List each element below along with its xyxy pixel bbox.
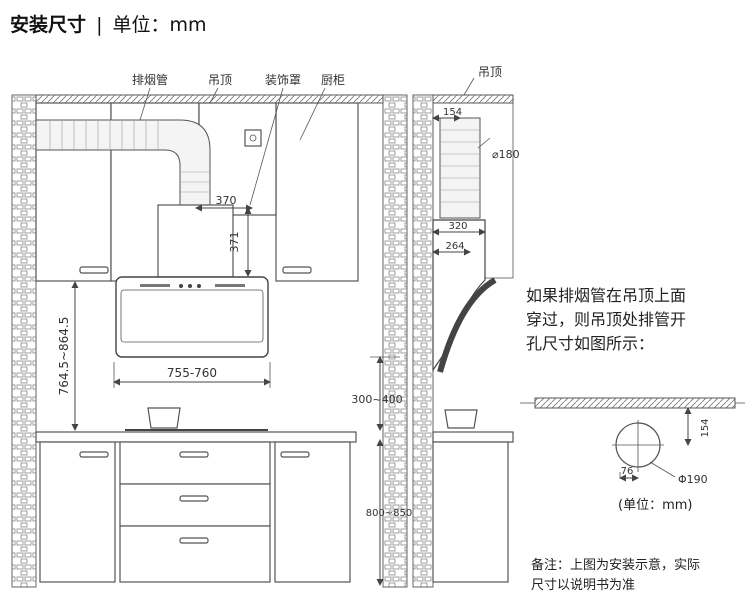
base-door-left — [39, 441, 116, 583]
left-wall — [11, 94, 37, 588]
hole-detail — [520, 397, 745, 482]
leader-side-ceiling — [463, 77, 475, 96]
side-pot-icon — [444, 409, 478, 429]
page-title: 安装尺寸 — [10, 14, 87, 36]
side-base-cabinet — [432, 441, 509, 583]
page-header: 安装尺寸 | 单位：mm — [10, 10, 207, 37]
header-separator: | — [96, 14, 103, 36]
dim-hole-offset-h: 76 — [621, 466, 634, 477]
dim-side-pipe-dia: ⌀180 — [492, 148, 520, 161]
label-decor-cover: 装饰罩 — [265, 73, 301, 87]
hole-note: 如果排烟管在吊顶上面 穿过，则吊顶处排管开 孔尺寸如图所示： — [526, 284, 686, 356]
hole-note-line: 孔尺寸如图所示： — [526, 334, 655, 353]
dim-side-offset: 154 — [443, 107, 462, 118]
dim-counter-height: 800~850 — [366, 508, 413, 519]
upper-cabinet-right — [275, 102, 359, 282]
drawer-handle — [179, 537, 209, 544]
pipe-ribs — [49, 120, 210, 193]
dim-cover-height: 371 — [228, 232, 241, 253]
dim-hood-height: 764.5~864.5 — [57, 317, 71, 396]
decor-cover — [157, 204, 234, 278]
side-hood-glass — [437, 277, 497, 373]
dim-side-width-a: 320 — [448, 221, 467, 232]
footnote: 备注：上图为安装示意，实际 尺寸以说明书为准 — [531, 556, 700, 596]
unit-label: 单位：mm — [112, 14, 207, 36]
front-view — [11, 87, 408, 588]
countertop — [35, 431, 357, 443]
drawer-handle — [179, 495, 209, 502]
door-handle — [79, 451, 109, 458]
drawer — [119, 525, 271, 583]
hood-light — [215, 284, 245, 287]
drawer — [119, 483, 271, 527]
side-wall — [412, 94, 434, 588]
leader-exhaust — [139, 87, 151, 121]
dim-hood-to-stove: 300~400 — [351, 393, 402, 406]
dim-side-width-b: 264 — [445, 241, 464, 252]
dim-hood-width: 755-760 — [167, 366, 217, 380]
label-side-ceiling: 吊顶 — [478, 65, 502, 79]
ceiling-section — [534, 397, 736, 409]
side-countertop — [432, 431, 514, 443]
right-wall — [382, 94, 408, 588]
label-exhaust-pipe: 排烟管 — [132, 72, 168, 87]
hole-note-line: 穿过，则吊顶处排管开 — [526, 310, 687, 329]
hole-note-line: 如果排烟管在吊顶上面 — [526, 286, 687, 305]
cabinet-handle — [282, 266, 312, 274]
hood-button — [179, 284, 183, 288]
drawer-handle — [179, 451, 209, 458]
outlet-socket — [249, 134, 257, 142]
leader-cover — [249, 87, 284, 206]
hood-button — [188, 284, 192, 288]
leader-ceiling — [209, 87, 219, 104]
side-view — [412, 77, 514, 588]
cabinet-handle — [79, 266, 109, 274]
footnote-line: 尺寸以说明书为准 — [531, 578, 636, 593]
upper-cabinet-center — [198, 102, 277, 216]
side-exhaust-pipe — [439, 117, 481, 219]
range-hood — [115, 276, 269, 358]
hood-light — [140, 284, 170, 287]
ceiling-slab — [35, 94, 384, 104]
label-cabinet: 厨柜 — [321, 73, 345, 87]
leader-side-pipe — [477, 137, 491, 149]
side-ceiling — [432, 94, 514, 104]
hood-panel — [120, 289, 264, 343]
leader-hole-dia — [649, 461, 676, 478]
hood-button — [197, 284, 201, 288]
dim-cover-width: 370 — [216, 194, 237, 207]
pot-icon — [147, 407, 181, 429]
label-ceiling: 吊顶 — [208, 73, 232, 87]
dim-hole-offset-v: 154 — [700, 418, 711, 437]
dim-hole-dia: Φ190 — [678, 473, 708, 486]
footnote-line: 备注：上图为安装示意，实际 — [531, 558, 701, 573]
drawer — [119, 441, 271, 485]
base-door-right — [274, 441, 351, 583]
door-handle — [280, 451, 310, 458]
leader-cabinet — [299, 87, 326, 141]
hole-unit: (单位：mm) — [618, 498, 693, 513]
outlet-icon — [244, 129, 262, 147]
